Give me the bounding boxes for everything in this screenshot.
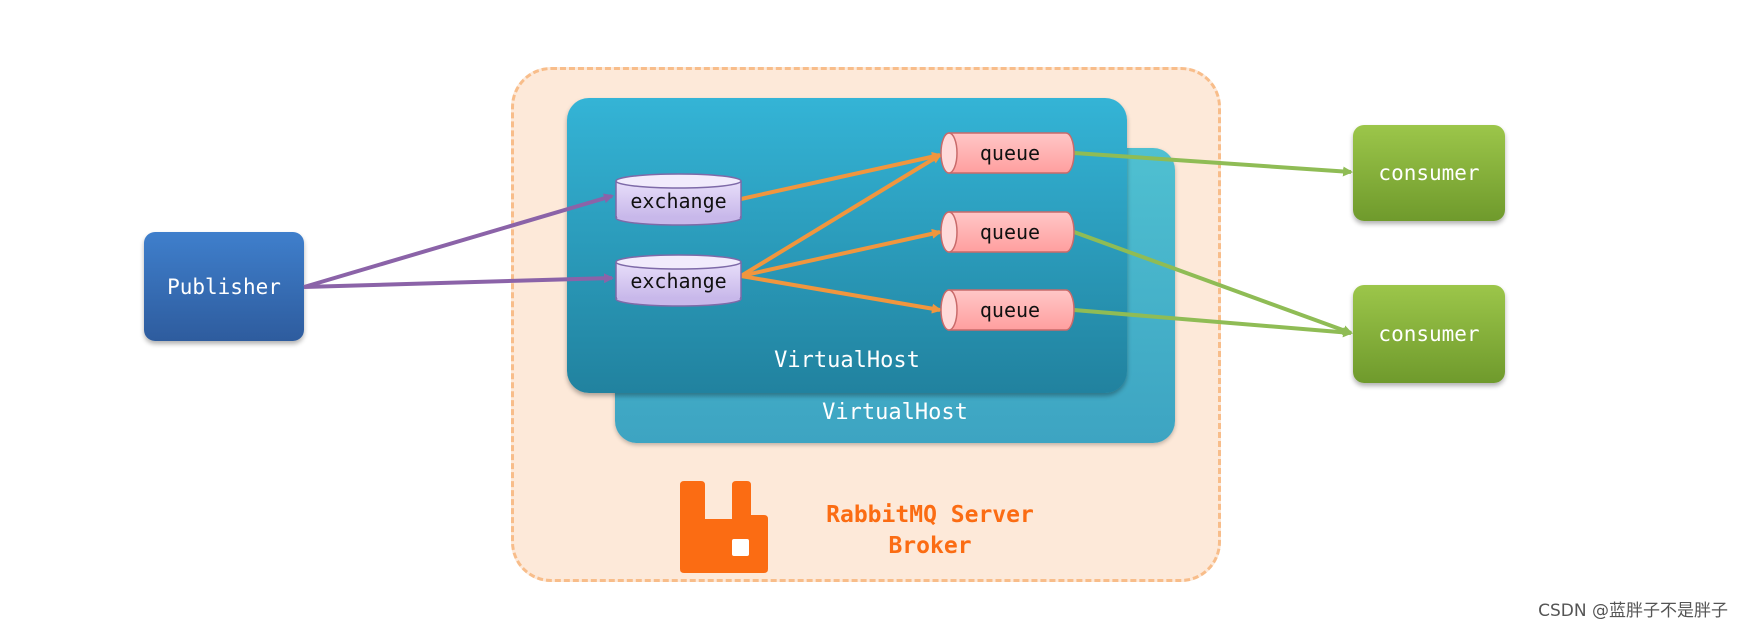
route-arrow [740, 151, 942, 201]
exchange-node-2: exchange [615, 254, 742, 307]
exchange-label: exchange [630, 189, 726, 213]
consumer-label: consumer [1378, 161, 1480, 185]
publisher-label: Publisher [167, 274, 281, 299]
queue-label: queue [980, 220, 1040, 244]
queue-node-1: queue [940, 132, 1075, 174]
rabbitmq-logo-icon [680, 481, 768, 573]
route-arrow [739, 153, 942, 278]
consumer-node-2: consumer [1353, 285, 1505, 383]
broker-title: RabbitMQ Server Broker [770, 500, 1090, 562]
consume-arrow [1073, 308, 1353, 338]
virtual-host-label: VirtualHost [774, 348, 920, 373]
consumer-label: consumer [1378, 322, 1480, 346]
consume-arrow [1073, 230, 1353, 335]
queue-label: queue [980, 141, 1040, 165]
exchange-label: exchange [630, 269, 726, 293]
publish-arrow [303, 273, 614, 289]
route-arrow [740, 274, 942, 314]
queue-node-2: queue [940, 211, 1075, 253]
publish-arrow [303, 193, 614, 289]
consumer-node-1: consumer [1353, 125, 1505, 221]
broker-title-line: RabbitMQ Server [826, 502, 1034, 528]
consume-arrow [1073, 151, 1353, 177]
publisher-node: Publisher [144, 232, 304, 341]
virtual-host-label: VirtualHost [822, 400, 968, 425]
queue-node-3: queue [940, 289, 1075, 331]
route-arrow [740, 228, 942, 278]
watermark: CSDN @蓝胖子不是胖子 [1538, 601, 1728, 621]
exchange-node-1: exchange [615, 173, 742, 226]
queue-label: queue [980, 298, 1040, 322]
broker-subtitle-line: Broker [888, 533, 972, 559]
